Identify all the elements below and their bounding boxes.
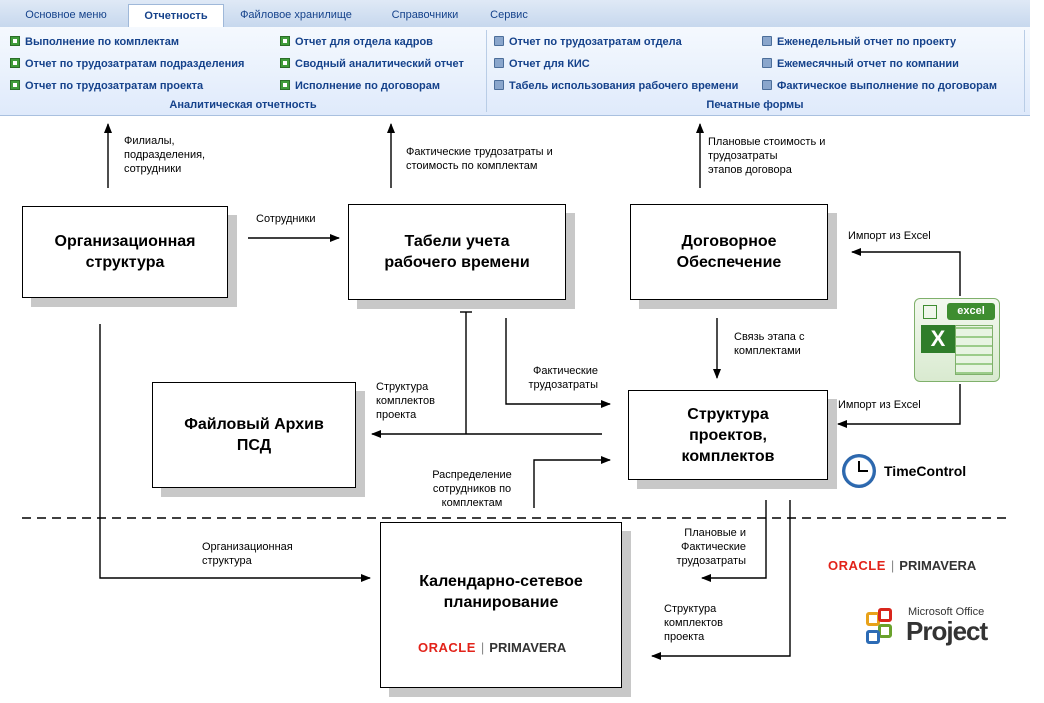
oracle-primavera-logo-right: ORACLE | PRIMAVERA (828, 558, 976, 573)
printer-icon (494, 58, 504, 68)
label-planned-actual: Плановые и Фактические трудозатраты (676, 527, 746, 567)
oracle-wordmark: ORACLE (418, 640, 476, 655)
box-timesheets: Табели учета рабочего времени (348, 204, 566, 300)
arrow-org-to-planning (99, 324, 371, 582)
report-label: Отчет для КИС (509, 58, 590, 70)
tab-main-menu[interactable]: Основное меню (25, 9, 107, 21)
arrow-distribution-to-projects (533, 456, 611, 508)
box-org-structure: Организационная структура (22, 206, 228, 298)
excel-report-icon (280, 58, 290, 68)
excel-sheet-grid (955, 325, 993, 375)
print-item-actual-contracts[interactable]: Фактическое выполнение по договорам (762, 80, 997, 92)
excel-report-icon (10, 58, 20, 68)
report-label: Ежемесячный отчет по компании (777, 58, 959, 70)
ribbon-panel (0, 27, 1030, 116)
report-item-summary[interactable]: Сводный аналитический отчет (280, 58, 464, 70)
label-structure-sets-1: Структура комплектов проекта (376, 381, 435, 421)
print-item-timesheet[interactable]: Табель использования рабочего времени (494, 80, 738, 92)
printer-icon (762, 80, 772, 90)
primavera-wordmark: PRIMAVERA (489, 640, 567, 655)
report-item-project-labor[interactable]: Отчет по трудозатратам проекта (10, 80, 203, 92)
primavera-wordmark: PRIMAVERA (899, 558, 977, 573)
label-structure-sets-2: Структура комплектов проекта (664, 603, 723, 643)
arrow-projects-to-planning-labor (701, 500, 767, 582)
printer-icon (762, 36, 772, 46)
report-label: Табель использования рабочего времени (509, 80, 739, 92)
label-import-excel-2: Импорт из Excel (838, 399, 921, 411)
arrow-excel-to-projects (837, 384, 961, 428)
report-label: Отчет по трудозатратам проекта (25, 80, 204, 92)
project-label: Project (906, 616, 988, 646)
excel-report-icon (280, 36, 290, 46)
report-label: Отчет по трудозатратам отдела (509, 36, 682, 48)
print-item-weekly[interactable]: Еженедельный отчет по проекту (762, 36, 956, 48)
report-item-contracts[interactable]: Исполнение по договорам (280, 80, 440, 92)
excel-x-mark: X (921, 325, 955, 353)
group-label-print: Печатные формы (706, 99, 804, 111)
label-branches: Филиалы, подразделения, сотрудники (124, 135, 206, 175)
excel-icon: excel X (914, 298, 1000, 382)
clock-icon (842, 454, 876, 488)
report-label: Исполнение по договорам (295, 80, 441, 92)
label-org-structure: Организационная структура (202, 541, 293, 567)
oracle-wordmark: ORACLE (828, 558, 886, 573)
timecontrol-label: TimeControl (884, 463, 967, 479)
label-actual-cost: Фактические трудозатраты и стоимость по … (406, 146, 553, 172)
label-planned-cost: Плановые стоимость и трудозатраты этапов… (708, 136, 826, 176)
report-label: Сводный аналитический отчет (295, 58, 464, 70)
tab-reports[interactable]: Отчетность (128, 4, 224, 27)
excel-report-icon (280, 80, 290, 90)
excel-report-icon (10, 36, 20, 46)
print-item-kis[interactable]: Отчет для КИС (494, 58, 590, 70)
report-label: Отчет для отдела кадров (295, 36, 433, 48)
office-logo-icon (866, 608, 904, 652)
box-network-planning: Календарно-сетевое планирование (380, 522, 622, 688)
print-item-monthly[interactable]: Ежемесячный отчет по компании (762, 58, 959, 70)
report-label: Фактическое выполнение по договорам (777, 80, 998, 92)
tab-service[interactable]: Сервис (490, 9, 528, 21)
report-item-completion-by-sets[interactable]: Выполнение по комплектам (10, 36, 179, 48)
label-import-excel-1: Импорт из Excel (848, 230, 931, 242)
report-label: Выполнение по комплектам (25, 36, 179, 48)
oracle-primavera-logo: ORACLE | PRIMAVERA (418, 640, 566, 655)
tab-directories[interactable]: Справочники (391, 9, 459, 21)
group-label-analytic: Аналитическая отчетность (169, 99, 317, 111)
arrow-projects-to-planning-structure (651, 500, 791, 660)
ms-office-label: Microsoft Office (908, 606, 985, 618)
arrow-timesheets-to-projects (505, 318, 611, 408)
excel-tag: excel (947, 303, 995, 320)
excel-small-grid (923, 305, 937, 319)
label-stage-link: Связь этапа с комплектами (734, 331, 805, 357)
printer-icon (494, 36, 504, 46)
ribbon-group-divider (1024, 30, 1025, 112)
tab-file-storage[interactable]: Файловое хранилище (240, 9, 352, 21)
printer-icon (494, 80, 504, 90)
label-distribution: Распределение сотрудников по комплектам (432, 469, 512, 509)
print-item-dept-labor[interactable]: Отчет по трудозатратам отдела (494, 36, 682, 48)
ribbon-tab-bar: Основное меню Отчетность Файловое хранил… (0, 0, 1030, 28)
logo-separator: | (480, 640, 485, 655)
label-actual-labor: Фактические трудозатраты (528, 365, 598, 391)
printer-icon (762, 58, 772, 68)
report-item-dept-labor[interactable]: Отчет по трудозатратам подразделения (10, 58, 244, 70)
box-file-archive: Файловый Архив ПСД (152, 382, 356, 488)
label-employees: Сотрудники (256, 213, 316, 225)
arrow-excel-to-contract (851, 248, 961, 296)
ribbon-group-divider (486, 30, 487, 112)
excel-report-icon (10, 80, 20, 90)
report-label: Еженедельный отчет по проекту (777, 36, 957, 48)
report-label: Отчет по трудозатратам подразделения (25, 58, 245, 70)
logo-separator: | (890, 558, 895, 573)
box-project-structure: Структура проектов, комплектов (628, 390, 828, 480)
report-item-hr[interactable]: Отчет для отдела кадров (280, 36, 433, 48)
box-contract-support: Договорное Обеспечение (630, 204, 828, 300)
